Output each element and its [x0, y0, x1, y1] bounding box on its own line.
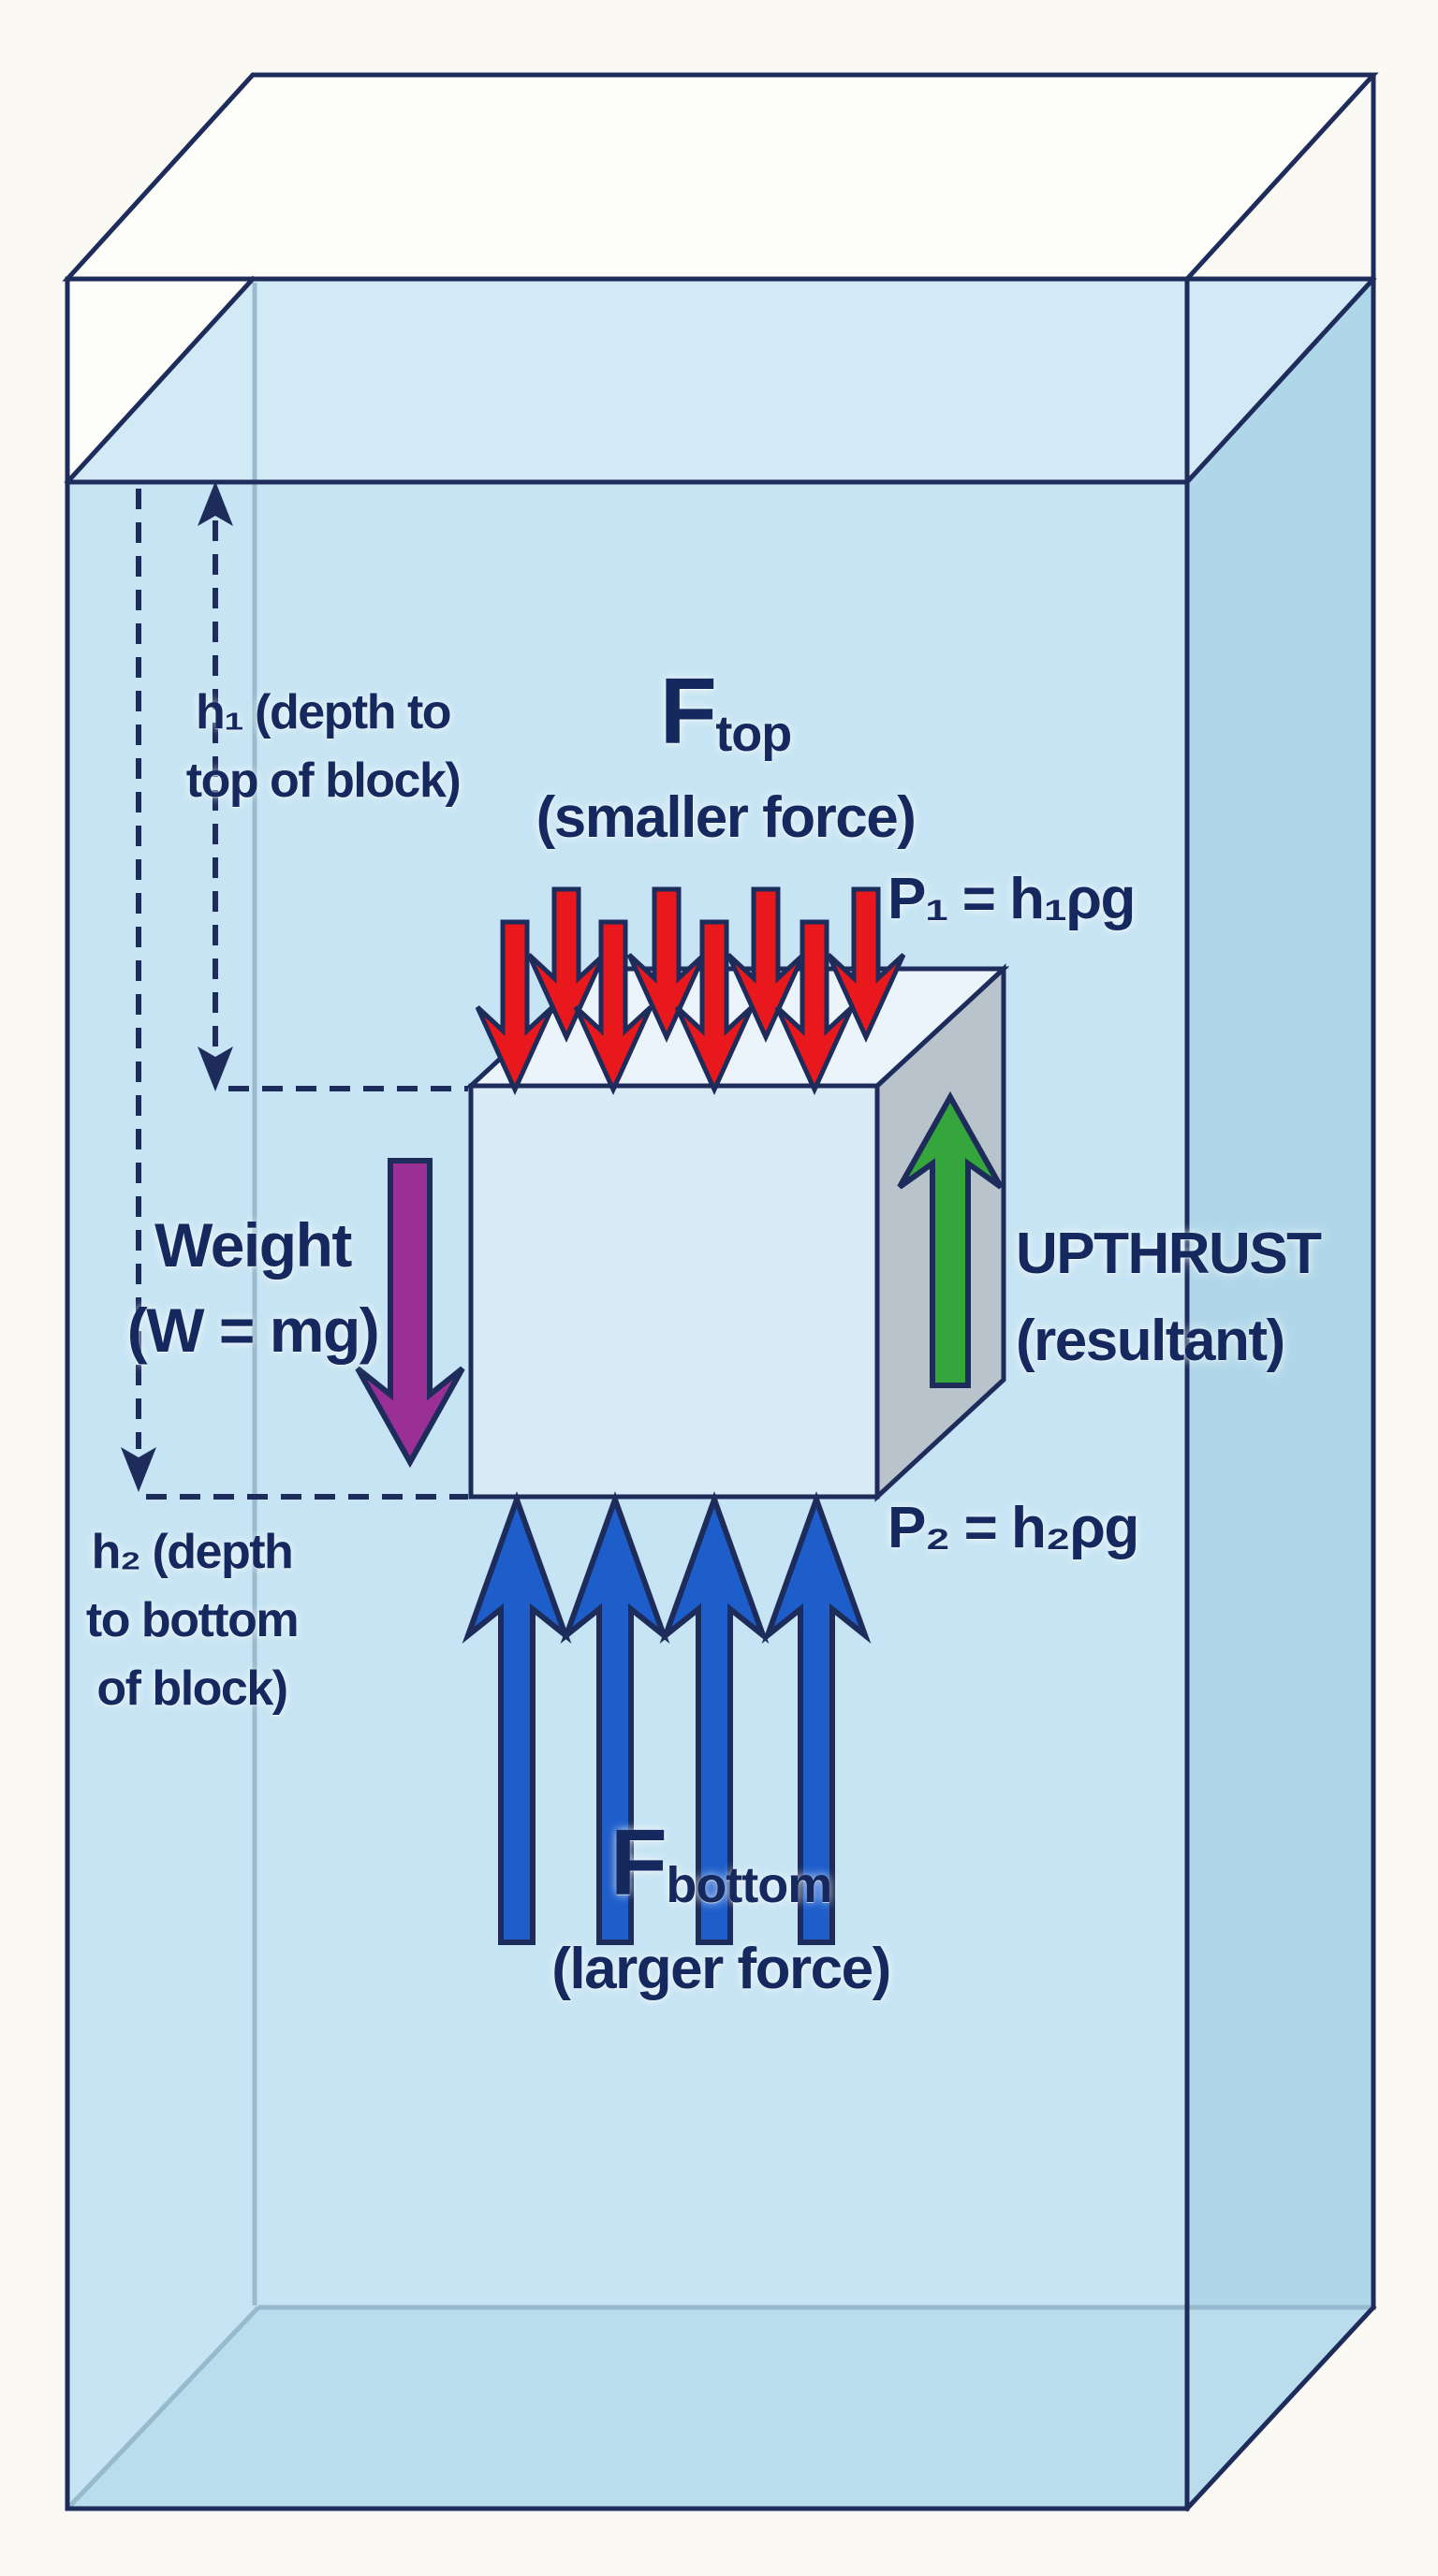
bottom-pressure-arrow-icon: [462, 1491, 572, 1945]
top-pressure-arrow-icon: [526, 886, 607, 1044]
f-bottom-caption: (larger force): [551, 1937, 891, 2001]
top-pressure-arrow-icon: [726, 886, 806, 1044]
f-bottom-symbol-main: F: [609, 1810, 668, 1915]
top-pressure-arrows: [475, 886, 906, 1096]
h2-depth-line: [121, 489, 468, 1500]
bottom-pressure-arrow-icon: [659, 1491, 770, 1945]
f-bottom-symbol: Fbottom: [459, 1816, 983, 1910]
h2-depth-label-line1: h₂ (depth: [91, 1525, 294, 1579]
water-surface-right-edge: [1183, 275, 1377, 486]
top-pressure-arrow-icon: [774, 919, 855, 1096]
h2-depth-label: h₂ (depth to bottom of block): [51, 1518, 332, 1722]
top-pressure-arrow-icon: [826, 886, 906, 1044]
weight-label-line1: Weight: [154, 1210, 352, 1280]
h1-depth-label: h₁ (depth to top of block): [159, 679, 487, 815]
water-right-face: [1187, 279, 1373, 2509]
f-top-label: Ftop (smaller force): [468, 665, 983, 847]
tank-bottom-left-edge: [67, 2305, 260, 2509]
upthrust-label-line2: (resultant): [1016, 1309, 1285, 1373]
top-pressure-arrow-icon: [475, 919, 555, 1096]
h1-down-arrowhead-icon: [198, 1046, 233, 1091]
water-surface-face: [67, 279, 1373, 482]
weight-label: Weight (W = mg): [75, 1203, 431, 1373]
tank-outline: [62, 72, 1379, 2512]
bottom-pressure-arrow-icon: [560, 1491, 670, 1945]
bottom-pressure-arrows: [462, 1491, 872, 1945]
weight-arrow-icon: [355, 1158, 465, 1469]
upthrust-arrow-icon: [897, 1090, 1004, 1388]
f-bottom-label: Fbottom (larger force): [459, 1816, 983, 1998]
f-top-symbol: Ftop: [468, 665, 983, 759]
f-top-symbol-subscript: top: [715, 706, 792, 762]
f-top-caption: (smaller force): [536, 785, 917, 850]
h1-up-arrowhead-icon: [198, 481, 233, 526]
top-pressure-arrow-icon: [626, 886, 707, 1044]
h2-down-arrowhead-icon: [121, 1447, 156, 1492]
h2-depth-label-line3: of block): [96, 1661, 288, 1716]
f-top-symbol-main: F: [659, 659, 717, 764]
upthrust-label: UPTHRUST (resultant): [1016, 1210, 1322, 1384]
h1-depth-label-line2: top of block): [185, 753, 462, 808]
water-surface-left-edge: [64, 275, 257, 486]
tank-bottom-right-edge: [1183, 2304, 1377, 2512]
top-pressure-arrow-icon: [674, 919, 755, 1096]
weight-label-line2: (W = mg): [126, 1295, 380, 1366]
upthrust-label-line1: UPTHRUST: [1016, 1222, 1322, 1286]
block-front-face: [468, 1083, 880, 1500]
tank-bottom-face: [67, 2307, 1373, 2509]
h1-depth-label-line1: h₁ (depth to: [195, 685, 452, 739]
top-pressure-arrow-icon: [573, 919, 653, 1096]
bottom-pressure-arrow-icon: [761, 1491, 872, 1945]
h2-depth-label-line2: to bottom: [85, 1592, 300, 1647]
f-bottom-symbol-subscript: bottom: [666, 1857, 832, 1913]
h1-depth-line: [198, 481, 468, 1091]
p2-formula-label: P₂ = h₂ρg: [888, 1496, 1139, 1560]
tank-top-face: [67, 75, 1373, 279]
p1-formula-label: P₁ = h₁ρg: [888, 867, 1136, 931]
